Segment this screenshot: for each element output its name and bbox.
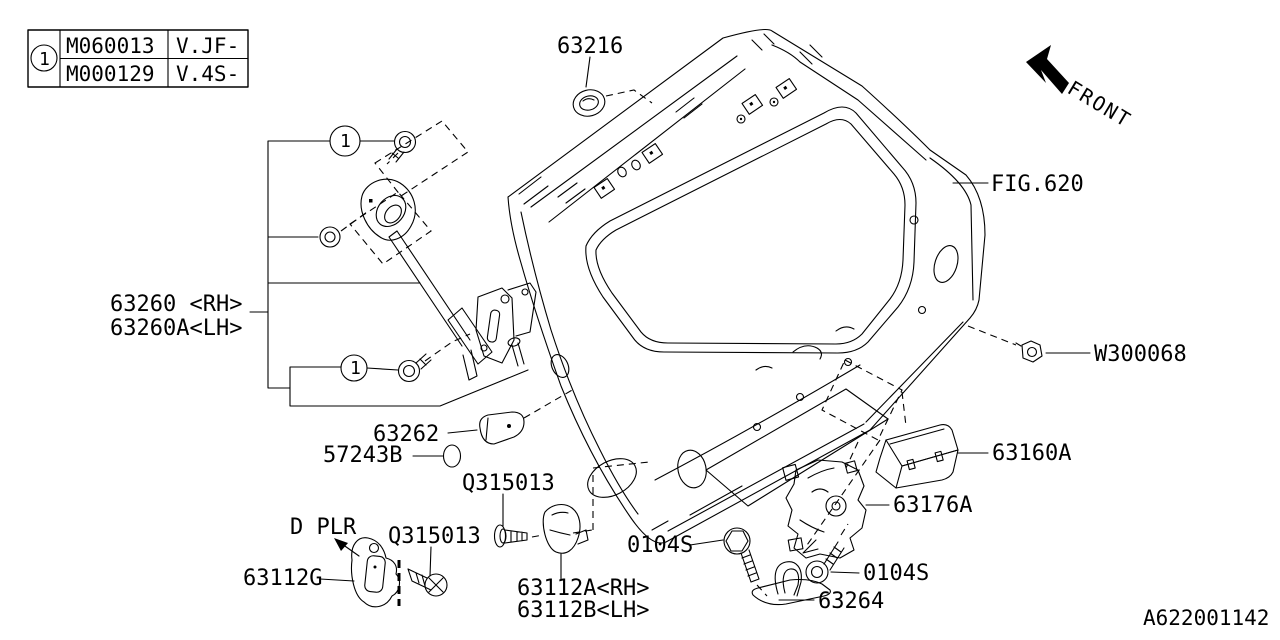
table-callout-circle: [30, 44, 58, 72]
bumper-part-label: 63262: [373, 422, 439, 447]
front-direction-label: FRONT: [1063, 76, 1136, 133]
gas-stay-drawing: [319, 120, 537, 383]
table-applicability-1: V.JF-: [176, 34, 239, 58]
figure-ref-label: FIG.620: [991, 172, 1084, 197]
tailgate-panel-drawing: [507, 29, 986, 544]
reference-table: [27, 29, 249, 88]
guide-lh-part-label: 63112B<LH>: [517, 598, 649, 623]
nut-part-label: W300068: [1094, 342, 1187, 367]
grommet-part-label: 63216: [557, 34, 623, 59]
labels: 1 M060013 V.JF- M000129 V.4S- 1 1 63216 …: [39, 34, 1269, 630]
stay-lh-part-label: 63260A<LH>: [110, 316, 242, 341]
latch-drawing: [782, 459, 890, 559]
guide-g-part-label: 63112G: [243, 566, 322, 591]
bolt-2-part-label: 0104S: [863, 561, 929, 586]
screw-upper-part-label: Q315013: [462, 471, 555, 496]
bolt-1-part-label: 0104S: [627, 533, 693, 558]
table-callout-marker: 1: [39, 49, 50, 70]
cover-part-label: 63160A: [992, 441, 1071, 466]
callout-2-marker: 1: [350, 358, 361, 379]
guide-screw-drawing: [319, 461, 650, 608]
table-applicability-2: V.4S-: [176, 62, 239, 86]
callout-circle-1: [329, 125, 361, 157]
front-arrow-icon: [1026, 45, 1069, 94]
callout-bracket-lines: [249, 125, 529, 407]
hinge-plate-details: [518, 33, 823, 205]
striker-bolt-drawing: [689, 359, 907, 606]
clip-part-label: 57243B: [323, 443, 402, 468]
stay-rh-part-label: 63260 <RH>: [110, 292, 242, 317]
bumper-clip-drawing: [412, 388, 575, 468]
striker-part-label: 63264: [818, 589, 884, 614]
nut-drawing: [967, 325, 1091, 363]
d-pillar-note-label: D PLR: [290, 515, 357, 540]
guide-rh-part-label: 63112A<RH>: [517, 576, 649, 601]
lower-panel-details: [550, 305, 927, 531]
grommet-drawing: [572, 56, 653, 117]
callout-circle-2: [340, 354, 368, 382]
callout-1-marker: 1: [340, 131, 351, 152]
cover-drawing: [875, 424, 989, 489]
drawing-number-label: A622001142: [1143, 606, 1269, 630]
latch-part-label: 63176A: [893, 493, 972, 518]
table-code-1: M060013: [66, 34, 155, 58]
table-code-2: M000129: [66, 62, 155, 86]
screw-lower-part-label: Q315013: [388, 524, 481, 549]
